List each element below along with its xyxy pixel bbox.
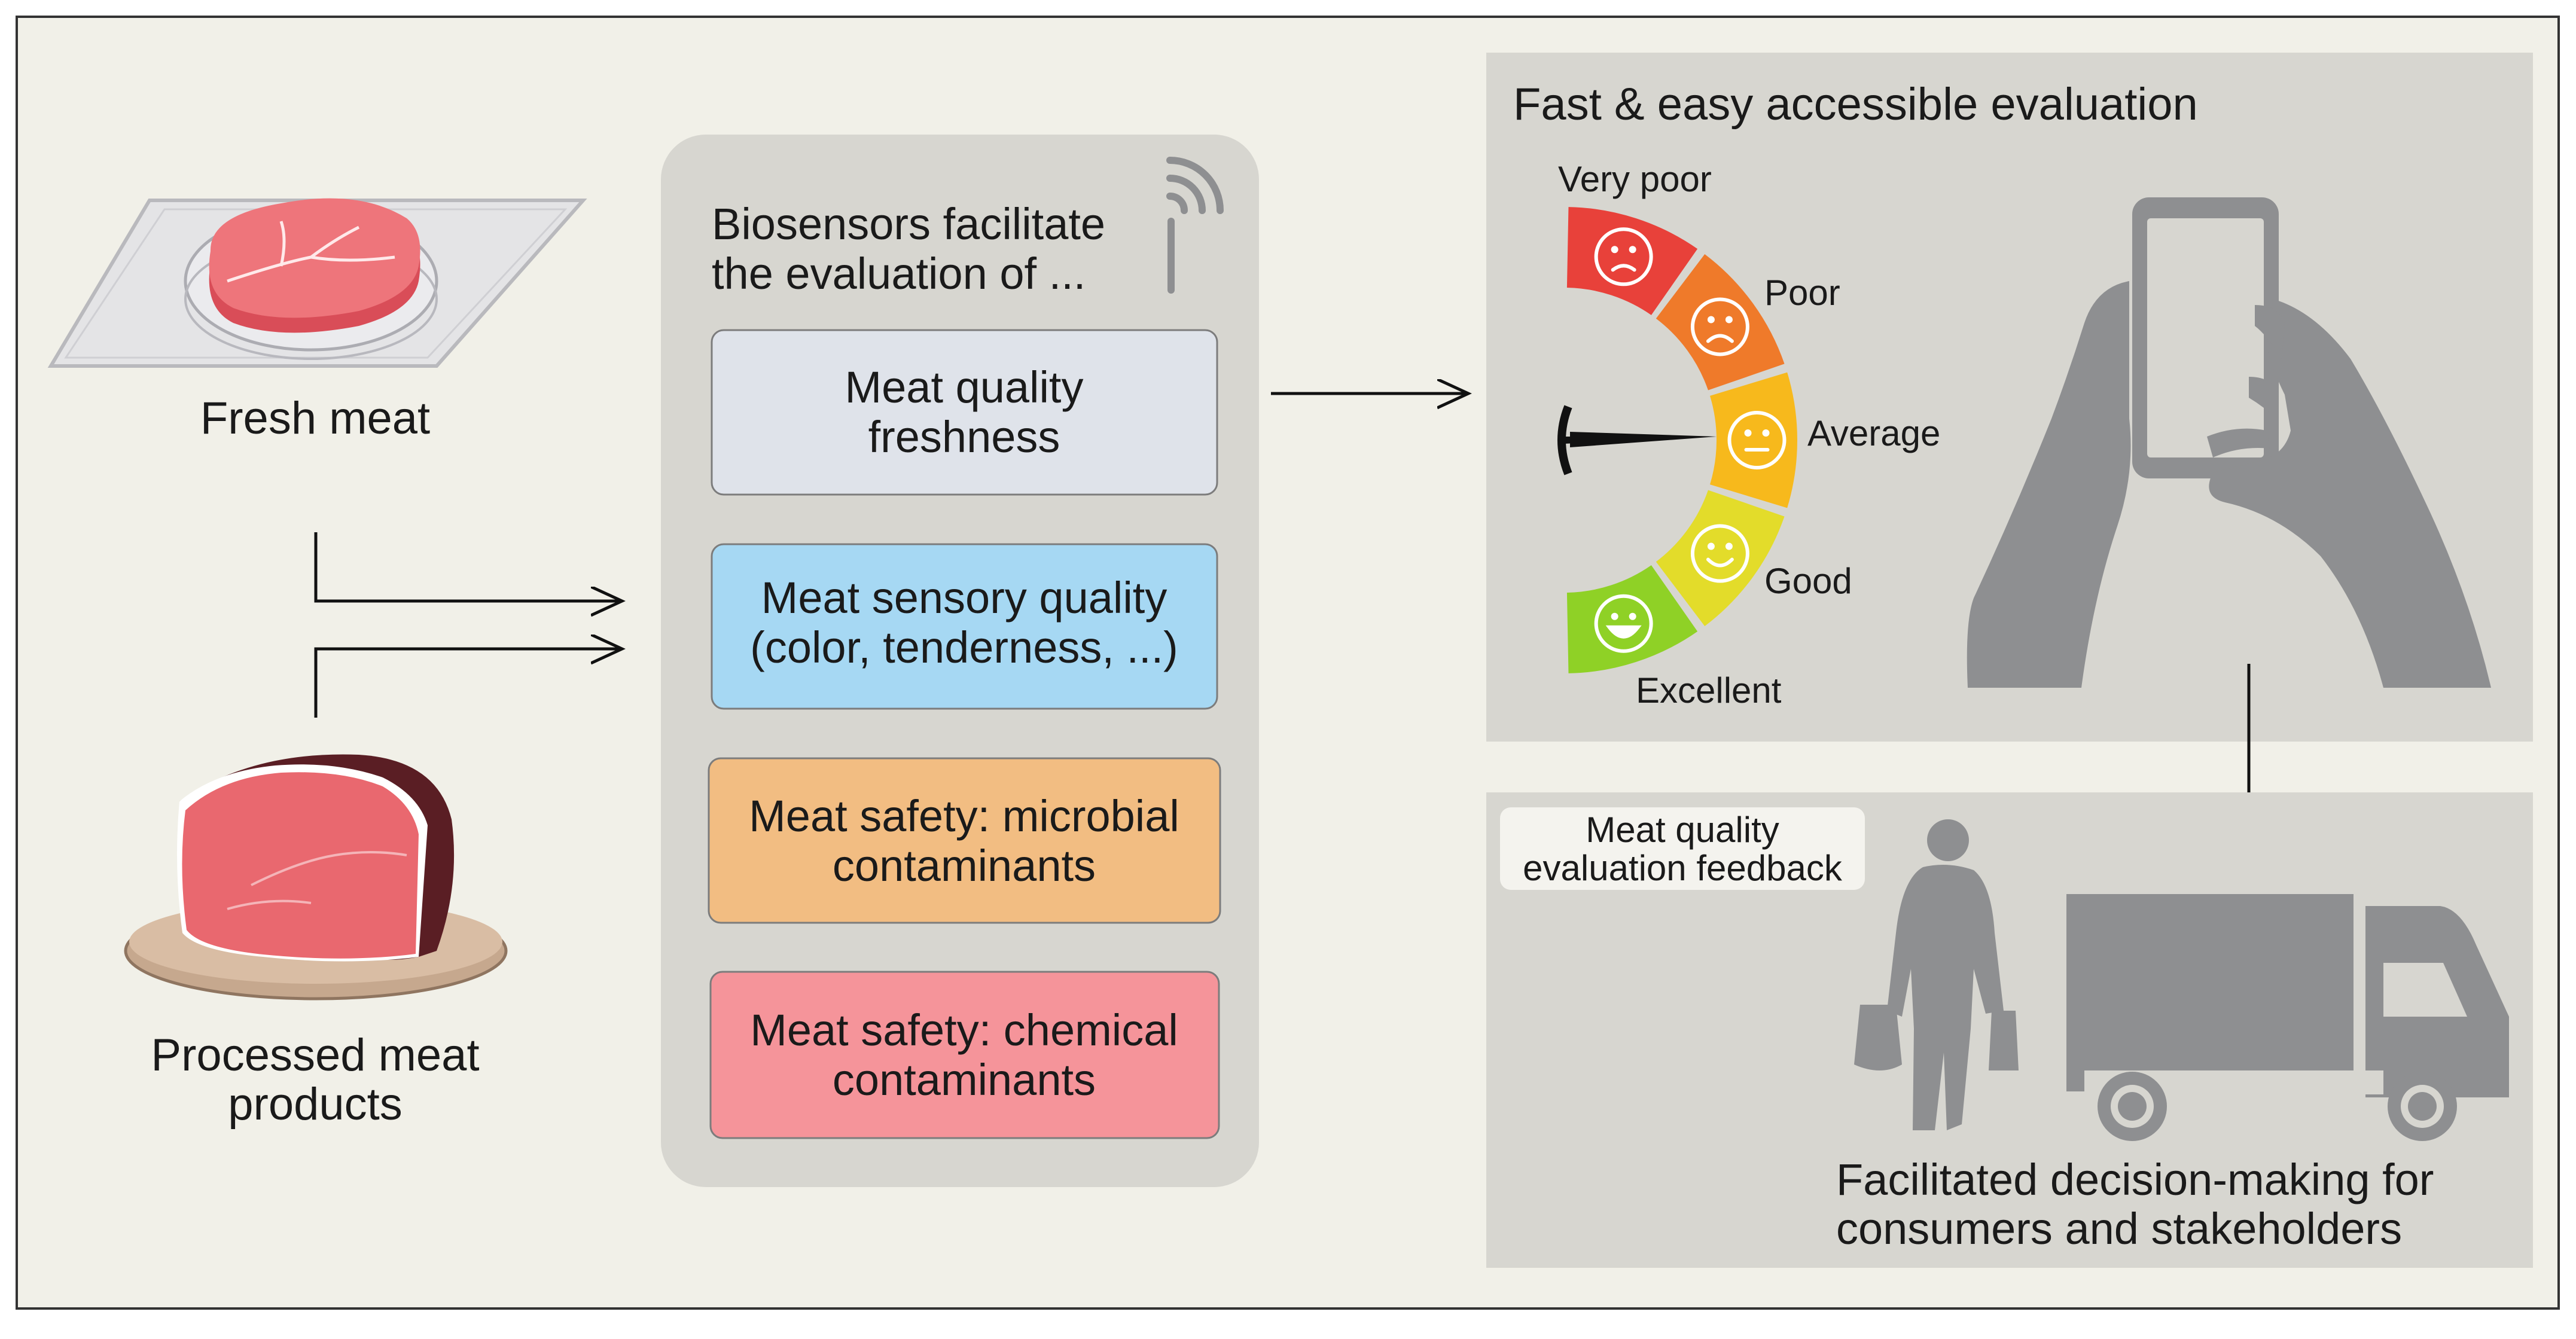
gauge-segment-2 bbox=[1656, 254, 1785, 391]
decision-caption-line2: consumers and stakeholders bbox=[1836, 1204, 2402, 1253]
biosensor-box-2-line2: (color, tenderness, ...) bbox=[750, 623, 1178, 672]
biosensor-box-2-line1: Meat sensory quality bbox=[761, 573, 1167, 623]
smile-face-icon bbox=[1690, 524, 1749, 583]
smartphone-hands-illustration bbox=[1967, 197, 2491, 688]
gauge-label-1: Very poor bbox=[1558, 159, 1712, 199]
gauge-segment-3 bbox=[1709, 372, 1798, 508]
gauge-needle bbox=[1557, 405, 1717, 475]
biosensor-box-3: Meat safety: microbial contaminants bbox=[708, 757, 1221, 924]
feedback-label-line1: Meat quality bbox=[1586, 810, 1779, 850]
neutral-face-icon bbox=[1727, 411, 1787, 469]
biosensor-panel-title-line1: Biosensors facilitate bbox=[712, 199, 1105, 249]
fresh-meat-illustration bbox=[47, 198, 587, 368]
feedback-label-box bbox=[1500, 807, 1865, 890]
biosensor-box-4: Meat safety: chemical contaminants bbox=[709, 971, 1220, 1139]
input-arrows bbox=[314, 532, 622, 718]
wireless-signal-icon bbox=[1166, 157, 1224, 294]
processed-meat-label-line1: Processed meat bbox=[151, 1030, 479, 1081]
biosensor-box-4-line1: Meat safety: chemical bbox=[750, 1005, 1178, 1055]
consumer-silhouette bbox=[1854, 819, 2019, 1130]
feedback-label-line2: evaluation feedback bbox=[1523, 848, 1843, 888]
evaluation-panel-title: Fast & easy accessible evaluation bbox=[1513, 79, 2198, 130]
gauge-label-2: Poor bbox=[1764, 273, 1840, 313]
processed-meat-illustration bbox=[124, 754, 508, 1001]
biosensor-box-1: Meat quality freshness bbox=[711, 329, 1218, 496]
decision-caption-line1: Facilitated decision-making for bbox=[1836, 1155, 2434, 1204]
gauge-label-3: Average bbox=[1807, 413, 1940, 453]
sad-face-icon bbox=[1690, 297, 1749, 356]
biosensor-box-1-line2: freshness bbox=[868, 412, 1060, 462]
processed-meat-label-line2: products bbox=[228, 1079, 403, 1130]
gauge-segment-1 bbox=[1566, 207, 1698, 315]
biosensor-box-3-line1: Meat safety: microbial bbox=[749, 791, 1179, 841]
fresh-meat-label: Fresh meat bbox=[200, 393, 430, 444]
grin-face-icon bbox=[1594, 594, 1653, 653]
biosensor-box-4-line2: contaminants bbox=[833, 1055, 1096, 1105]
biosensor-box-1-line1: Meat quality bbox=[845, 362, 1084, 412]
gauge-segment-4 bbox=[1656, 490, 1785, 627]
biosensor-box-3-line2: contaminants bbox=[833, 841, 1096, 890]
biosensor-box-2: Meat sensory quality (color, tenderness,… bbox=[711, 543, 1218, 710]
gauge-label-5: Excellent bbox=[1636, 670, 1782, 710]
delivery-truck-illustration bbox=[2066, 894, 2509, 1141]
angry-face-icon bbox=[1594, 227, 1653, 286]
gauge-label-4: Good bbox=[1764, 561, 1852, 601]
biosensor-panel-title-line2: the evaluation of ... bbox=[712, 249, 1086, 298]
